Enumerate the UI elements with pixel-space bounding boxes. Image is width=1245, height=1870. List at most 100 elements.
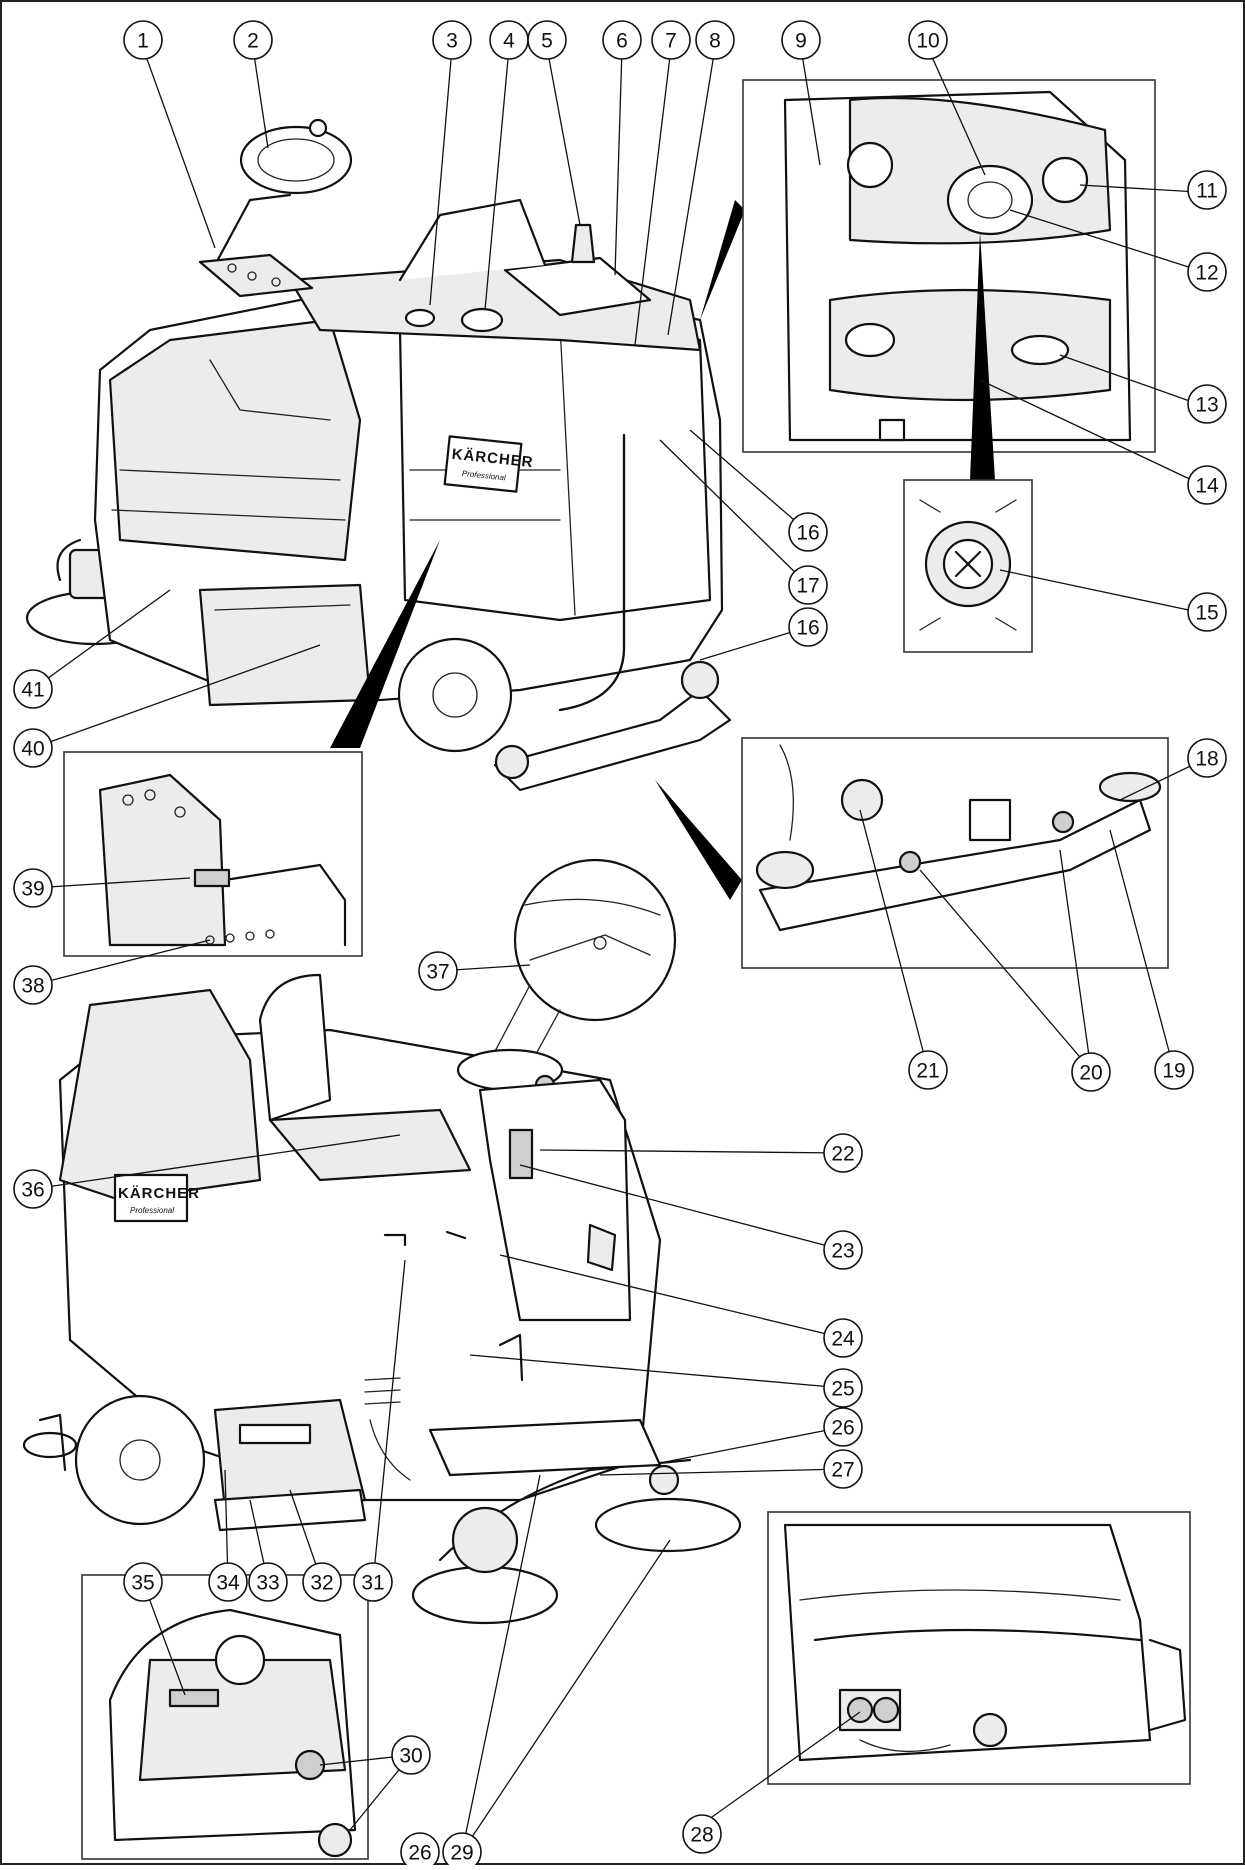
- callout-leader-lines: [32, 47, 1208, 1853]
- callout-circle: [823, 1230, 863, 1270]
- callout-number: 16: [796, 522, 819, 545]
- callout-c23: 23: [823, 1230, 863, 1270]
- callout-c25: 25: [823, 1368, 863, 1408]
- callout-number: 39: [21, 878, 44, 901]
- side-brush-front-left: [411, 1565, 559, 1625]
- callout-c28: 28: [682, 1814, 722, 1854]
- inset-tank-interior: [700, 79, 1156, 453]
- callout-circle: [823, 1368, 863, 1408]
- callout-circle: [1187, 384, 1227, 424]
- callout-c30: 30: [391, 1735, 431, 1775]
- logo-subtext-bottom: Professional: [130, 1206, 174, 1215]
- callout-c5: 5: [527, 20, 567, 60]
- callout-number: 15: [1195, 602, 1218, 625]
- callout-circle: [1187, 592, 1227, 632]
- callout-c19: 19: [1154, 1050, 1194, 1090]
- callout-c24: 24: [823, 1318, 863, 1358]
- callout-number: 37: [426, 961, 449, 984]
- callout-number: 5: [541, 30, 553, 53]
- logo-text-bottom: KÄRCHER: [118, 1185, 200, 1202]
- callout-number: 23: [831, 1240, 854, 1263]
- callout-c35: 35: [123, 1562, 163, 1602]
- callout-c40: 40: [13, 728, 53, 768]
- inset-squeegee-detail: [655, 737, 1169, 969]
- callout-number: 41: [21, 679, 44, 702]
- callout-circle: [353, 1562, 393, 1602]
- callout-number: 26: [408, 1842, 431, 1865]
- seat-cushion: [268, 1108, 472, 1182]
- callout-number: 12: [1195, 262, 1218, 285]
- callout-number: 40: [21, 738, 44, 761]
- callout-circle: [208, 1562, 248, 1602]
- callout-c39: 39: [13, 868, 53, 908]
- callout-number: 10: [916, 30, 939, 53]
- callout-number: 1: [137, 30, 149, 53]
- callout-circle: [13, 965, 53, 1005]
- tank-lid: [503, 256, 652, 317]
- fill-cap: [460, 307, 504, 333]
- inset-dashboard-detail: [63, 540, 440, 957]
- callout-circle: [788, 565, 828, 605]
- callout-number: 31: [361, 1572, 384, 1595]
- callout-c9: 9: [781, 20, 821, 60]
- callout-circle: [527, 20, 567, 60]
- callout-c14: 14: [1187, 465, 1227, 505]
- callout-number: 30: [399, 1745, 422, 1768]
- logo-plate-top: [443, 435, 523, 493]
- callout-circle: [1187, 465, 1227, 505]
- callout-circle: [13, 669, 53, 709]
- rear-wheel-bottom: [74, 1394, 206, 1526]
- key-switch: [193, 868, 231, 888]
- callout-circle: [1187, 170, 1227, 210]
- callout-circle: [1154, 1050, 1194, 1090]
- callout-circle: [1187, 738, 1227, 778]
- callout-c4: 4: [489, 20, 529, 60]
- callout-number: 9: [795, 30, 807, 53]
- warning-beacon: [570, 223, 596, 264]
- callout-c27: 27: [823, 1449, 863, 1489]
- callout-circle: [788, 512, 828, 552]
- callout-circle: [123, 20, 163, 60]
- callout-c20: 20: [1071, 1052, 1111, 1092]
- callout-circle: [123, 1562, 163, 1602]
- callout-circle: [823, 1449, 863, 1489]
- inset-sieve-detail: [903, 232, 1033, 653]
- rear-hood: [108, 318, 362, 562]
- callout-number: 6: [616, 30, 628, 53]
- callout-number: 17: [796, 575, 819, 598]
- callout-c31: 31: [353, 1562, 393, 1602]
- squeegee-hose-socket: [840, 778, 884, 822]
- rear-wheel-top: [397, 637, 513, 753]
- callout-number: 32: [310, 1572, 333, 1595]
- filter-housing: [946, 164, 1034, 236]
- callout-circle: [1071, 1052, 1111, 1092]
- callout-c2: 2: [233, 20, 273, 60]
- callout-circle: [908, 20, 948, 60]
- callout-c29: 29: [442, 1832, 482, 1870]
- callout-number: 3: [446, 30, 458, 53]
- callout-circle: [418, 951, 458, 991]
- callout-circle: [432, 20, 472, 60]
- callout-c34: 34: [208, 1562, 248, 1602]
- callout-c8: 8: [695, 20, 735, 60]
- callout-c10: 10: [908, 20, 948, 60]
- callout-circle: [602, 20, 642, 60]
- callout-circle: [13, 728, 53, 768]
- callout-number: 7: [665, 30, 677, 53]
- callout-circle: [682, 1814, 722, 1854]
- callout-c26b: 26: [400, 1832, 440, 1870]
- callout-circle: [391, 1735, 431, 1775]
- inset-front-bumper: [767, 1511, 1191, 1785]
- callout-circle: [651, 20, 691, 60]
- seat-back-bottom: [258, 973, 332, 1122]
- callout-c26a: 26: [823, 1407, 863, 1447]
- callout-number: 18: [1195, 748, 1218, 771]
- callout-circle: [13, 868, 53, 908]
- callout-circle: [233, 20, 273, 60]
- brush-head-top: [198, 583, 372, 707]
- callout-number: 28: [690, 1824, 713, 1847]
- callout-c21: 21: [908, 1050, 948, 1090]
- callout-number: 11: [1196, 180, 1218, 203]
